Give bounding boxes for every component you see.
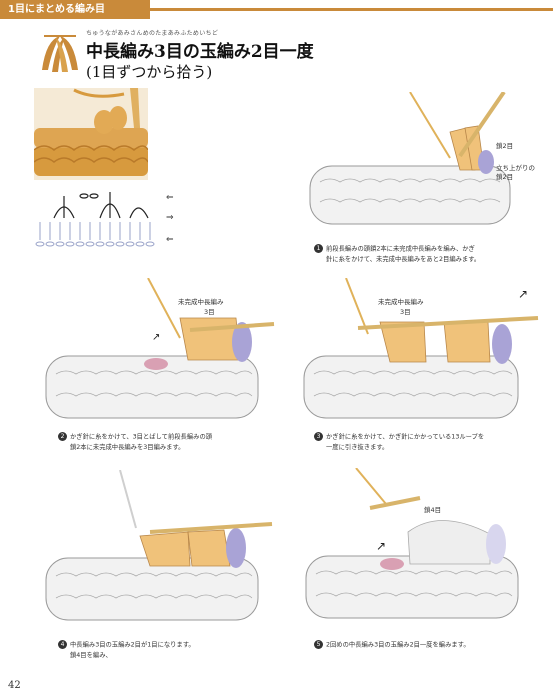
label-chain4: 鎖4目 [424,505,441,514]
label-unfinished-2: 3目 [204,308,215,316]
svg-text:↗: ↗ [518,287,528,301]
step2-number: 2 [58,432,67,441]
step3-number: 3 [314,432,323,441]
puff-stitch-symbol-icon [42,35,78,72]
svg-text:↗: ↗ [376,539,386,553]
step1-illustration: 鎖2目 立ち上がりの 鎖2目 [309,92,535,225]
section-tab: 1目にまとめる編み目 [0,0,150,19]
page-title: 中長編み3目の玉編み2目一度 [86,42,314,62]
label-unfinished-3-2: 3目 [400,308,411,316]
step2-illustration: ↗ 未完成中長編み 3目 [45,278,275,419]
step5-number: 5 [314,640,323,649]
step4-illustration [45,470,273,621]
label-standup-1: 立ち上がりの [496,163,535,172]
label-unfinished-1: 未完成中長編み [178,297,224,306]
step3-illustration: ↗ 未完成中長編み 3目 [303,278,539,419]
step4-number: 4 [58,640,67,649]
svg-text:⇐: ⇐ [166,235,174,245]
chain-row [35,241,155,247]
label-chain2: 鎖2目 [496,141,513,150]
page-subtitle: (1目ずつから拾う) [86,63,213,81]
svg-text:⇐: ⇐ [166,193,174,203]
header-rule [150,8,553,11]
svg-text:↗: ↗ [152,332,160,343]
title-ruby: ちゅうながあみさんめのたまあみふためいちど [86,30,219,37]
step1-number: 1 [314,244,323,253]
swatch-photo [34,88,148,180]
label-standup-2: 鎖2目 [496,172,513,181]
step5-illustration: ↗ 鎖4目 [305,468,519,619]
svg-text:⇒: ⇒ [166,213,174,223]
page-number: 42 [8,680,21,691]
label-unfinished-3-1: 未完成中長編み [378,297,424,306]
section-header: 1目にまとめる編み目 [0,0,553,19]
stitch-chart-diagram: ⇐ ⇒ ⇐ [35,192,174,247]
